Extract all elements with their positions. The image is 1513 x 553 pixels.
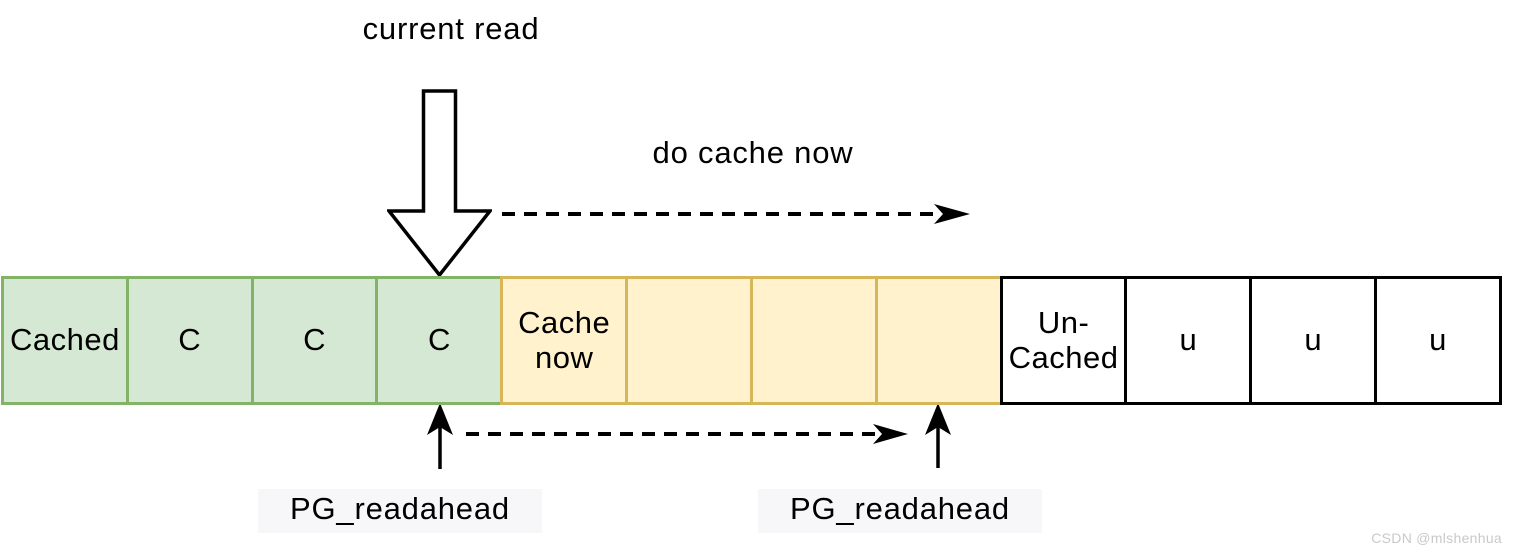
- page-cell-uncached: u: [1249, 276, 1378, 405]
- cell-label: Cached: [9, 322, 120, 358]
- up-arrow-icon: [427, 403, 453, 469]
- page-cell-uncached: u: [1374, 276, 1502, 405]
- down-arrow-icon: [387, 89, 492, 277]
- page-cell-cached: C: [250, 276, 379, 405]
- page-cell-cached: C: [375, 276, 504, 405]
- cell-label: Un- Cached: [1008, 304, 1119, 375]
- current-read-label: current read: [362, 11, 540, 46]
- cell-label: u: [1429, 322, 1447, 358]
- cell-label: u: [1304, 322, 1323, 358]
- page-cell-cached: C: [125, 276, 254, 405]
- watermark-text: CSDN @mlshenhua: [1371, 530, 1502, 546]
- pg-readahead-left-label: PG_readahead: [258, 489, 542, 533]
- cell-label: C: [303, 322, 327, 358]
- cell-label: C: [178, 322, 202, 358]
- cell-label: Cache now: [518, 304, 611, 375]
- page-cell-uncached: Un- Cached: [999, 276, 1128, 405]
- up-arrow-icon: [925, 403, 951, 468]
- dashed-right-arrow-icon: [466, 424, 908, 444]
- do-cache-now-label: do cache now: [652, 135, 854, 170]
- page-cell-uncached: u: [1124, 276, 1253, 405]
- page-cell-cache-now: Cache now: [500, 276, 629, 405]
- cell-label: C: [427, 322, 451, 358]
- page-cell-cache-now: [749, 276, 878, 405]
- page-cell-cached: Cached: [1, 276, 129, 405]
- dashed-right-arrow-icon: [502, 204, 970, 224]
- page-cell-cache-now: [874, 276, 1003, 405]
- pg-readahead-right-label: PG_readahead: [758, 489, 1042, 533]
- cell-label: u: [1179, 322, 1198, 358]
- page-cell-cache-now: [625, 276, 753, 405]
- page-cache-row: Cached C C C Cache now Un- Cached u u u: [1, 276, 1502, 405]
